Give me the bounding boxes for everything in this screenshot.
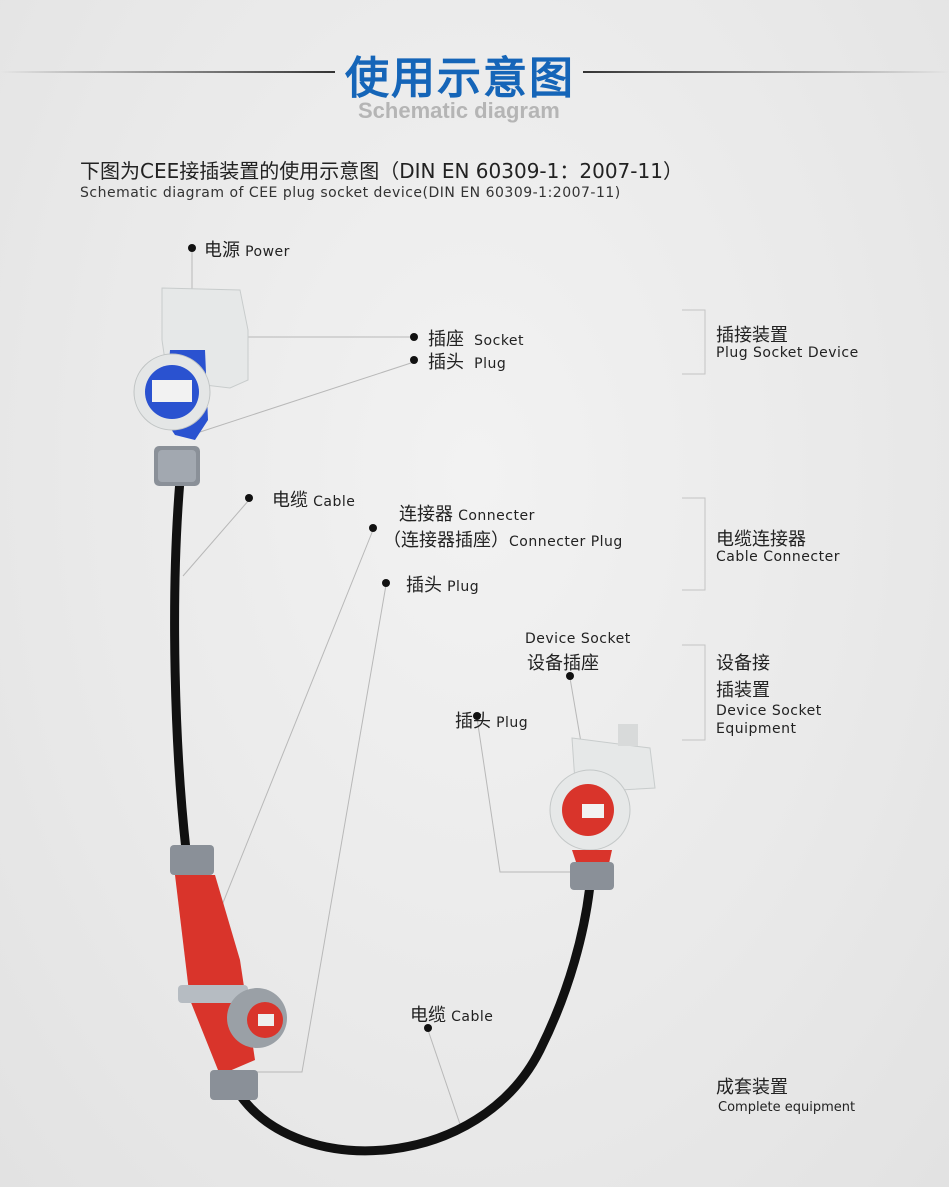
group-plug-socket-cn: 插接装置 [716,325,788,346]
group-plug-socket-en: Plug Socket Device [716,345,859,361]
label-plug: 插头 Plug [428,352,507,373]
group-device-socket-cn1: 设备接 [716,653,770,674]
group-device-socket-en2: Equipment [716,721,797,737]
header-rule-left [0,71,335,73]
intro-chinese: 下图为CEE接插装置的使用示意图（DIN EN 60309-1：2007-11） [80,159,683,183]
label-cable: 电缆 Cable [272,490,356,511]
page-title: 使用示意图 [345,53,575,104]
label-cable2: 电缆 Cable [410,1005,494,1026]
group-cable-connecter-cn: 电缆连接器 [716,529,806,550]
connecter-marker [369,524,377,532]
cable-marker [245,494,253,502]
group-cable-connecter-en: Cable Connecter [716,549,840,565]
label-device-socket-cn: 设备插座 [527,653,599,674]
label-plug2: 插头 Plug [406,575,480,596]
group-device-socket-cn2: 插装置 [716,680,770,701]
label-power: 电源 Power [204,240,290,261]
plug-marker [410,356,418,364]
cable-lower [236,884,595,1156]
group-device-socket-en1: Device Socket [716,703,822,719]
group-complete-cn: 成套装置 [716,1077,788,1098]
connecter-device [170,845,287,1100]
label-device-socket-en: Device Socket [525,631,631,647]
intro-english: Schematic diagram of CEE plug socket dev… [80,185,621,201]
device-socket-device [549,724,656,890]
label-plug3: 插头 Plug [455,711,529,732]
power-marker [188,244,196,252]
group-brackets [682,309,706,741]
group-complete-en: Complete equipment [718,1100,856,1115]
plug2-marker [382,579,390,587]
leader-lines [182,250,585,1131]
plug3-marker [473,712,481,720]
page-subtitle: Schematic diagram [358,98,560,123]
label-connecter: 连接器 Connecter [399,504,535,525]
cable-upper [170,479,191,851]
label-connecter-plug: （连接器插座）Connecter Plug [383,530,623,551]
cable2-marker [424,1024,432,1032]
header-rule-right [583,71,949,73]
device-socket-marker [566,672,574,680]
socket-marker [410,333,418,341]
power-socket-device [133,287,249,486]
label-socket: 插座 Socket [428,329,525,350]
